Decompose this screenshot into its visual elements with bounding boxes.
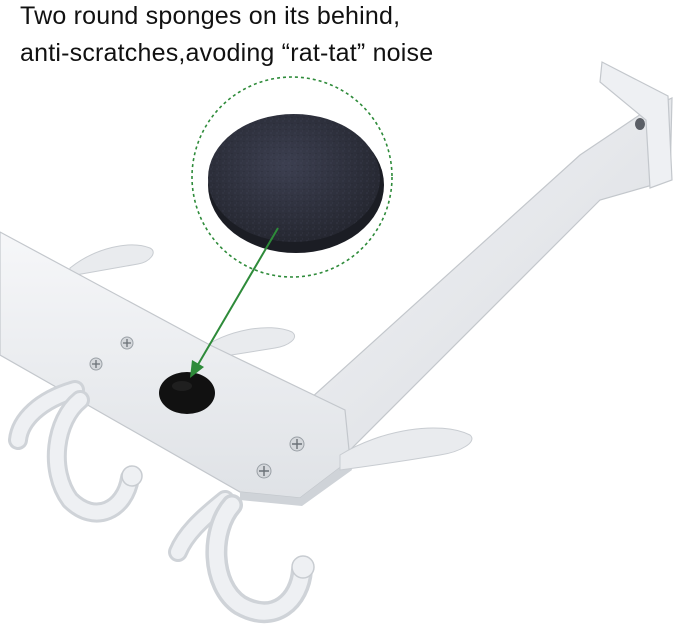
sponge-closeup (208, 114, 384, 253)
screw (289, 436, 305, 452)
front-hook-right (168, 490, 315, 624)
side-hook-right (339, 427, 473, 471)
screw (89, 357, 103, 371)
green-arrow-icon (190, 227, 279, 378)
back-hook-left (69, 244, 154, 277)
sponge-pad (159, 372, 215, 414)
caption-line-2: anti-scratches,avoding “rat-tat” noise (20, 39, 434, 67)
front-hook-left (8, 380, 143, 523)
screw (120, 336, 134, 350)
screw (256, 463, 272, 479)
caption-line-1: Two round sponges on its behind, (20, 2, 401, 30)
mounting-hole (635, 118, 645, 130)
door-bracket-arm (299, 61, 673, 451)
hanger-rail (0, 231, 352, 506)
